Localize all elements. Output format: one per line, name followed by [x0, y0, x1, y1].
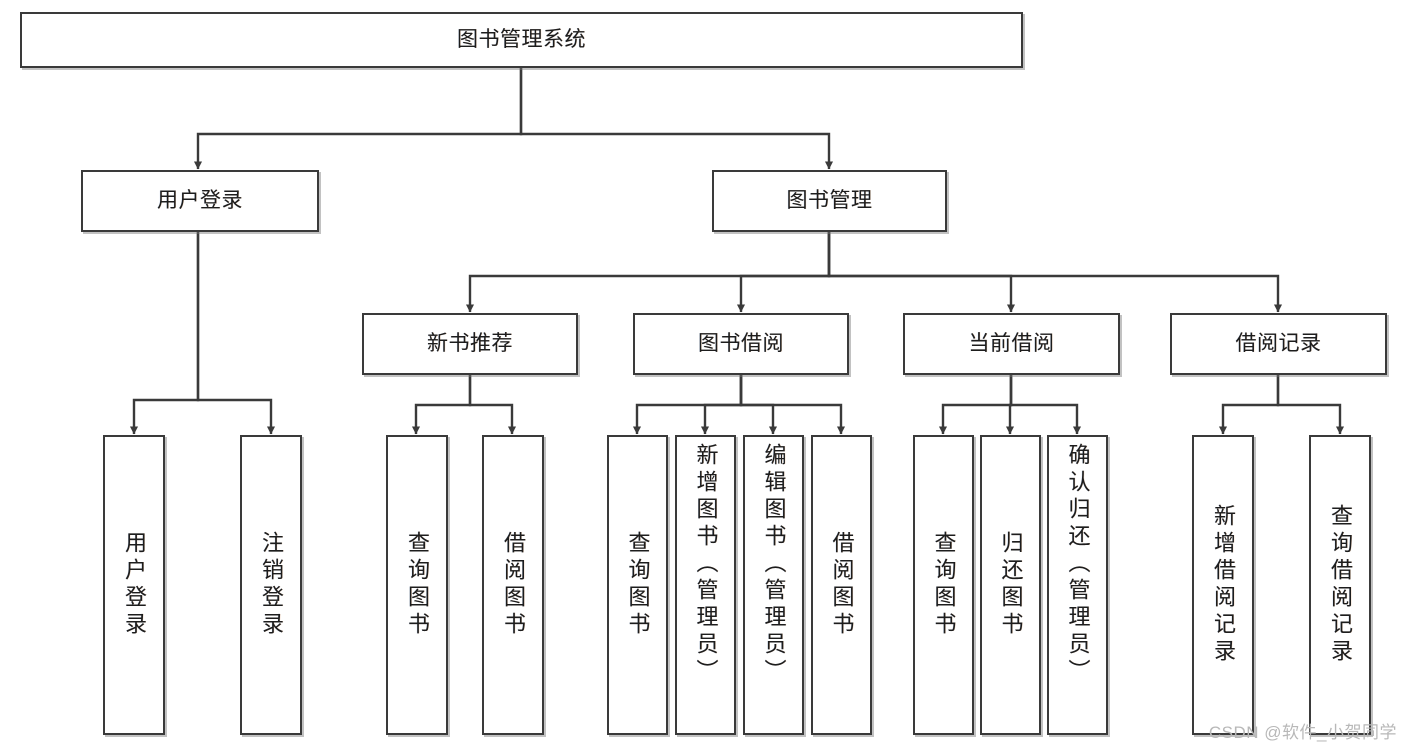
connector-group [129, 68, 1345, 435]
node-borrow-record[interactable]: 借阅记录 [1170, 313, 1387, 375]
node-new-book-rec[interactable]: 新书推荐 [362, 313, 578, 375]
node-leaf-query-book-c[interactable]: 查询图书 [913, 435, 974, 735]
watermark-text: CSDN @软件_小贺同学 [1208, 723, 1397, 742]
node-leaf-add-book[interactable]: 新增图书（管理员） [675, 435, 736, 735]
node-label: 注销登录 [259, 531, 284, 639]
node-label: 查询图书 [405, 531, 430, 639]
node-label: 编辑图书（管理员） [761, 443, 787, 686]
connector-current-borrow-to-leaf-query-book-c [938, 375, 1013, 435]
connector-book-manage-to-new-book-rec [465, 232, 831, 313]
node-label: 图书管理 [786, 189, 873, 213]
node-label: 图书借阅 [698, 332, 784, 356]
node-label: 借阅记录 [1235, 332, 1322, 356]
connector-book-manage-to-borrow-record [827, 232, 1283, 313]
node-leaf-query-record[interactable]: 查询借阅记录 [1309, 435, 1371, 735]
node-label: 图书管理系统 [457, 28, 586, 52]
node-label: 确认归还（管理员） [1065, 443, 1091, 686]
node-book-borrow[interactable]: 图书借阅 [633, 313, 849, 375]
node-label: 借阅图书 [501, 531, 526, 639]
node-leaf-add-record[interactable]: 新增借阅记录 [1192, 435, 1254, 735]
connector-book-manage-to-current-borrow [827, 232, 1016, 313]
node-label: 新增图书（管理员） [693, 443, 719, 686]
node-label: 查询图书 [625, 531, 651, 639]
node-book-manage[interactable]: 图书管理 [712, 170, 947, 232]
connector-current-borrow-to-leaf-confirm-return [1009, 375, 1082, 435]
connector-borrow-record-to-leaf-add-record [1218, 375, 1280, 435]
node-label: 用户登录 [122, 531, 147, 639]
connector-book-borrow-to-leaf-borrow-book-b [739, 375, 846, 435]
connector-root-to-book-manage [519, 68, 834, 170]
connector-user-login-to-leaf-user-login [129, 232, 200, 435]
node-label: 新增借阅记录 [1211, 504, 1236, 666]
node-label: 用户登录 [157, 189, 243, 213]
node-root[interactable]: 图书管理系统 [20, 12, 1023, 68]
node-label: 借阅图书 [829, 531, 855, 639]
node-leaf-query-book-rec[interactable]: 查询图书 [386, 435, 448, 735]
node-label: 归还图书 [998, 531, 1024, 639]
node-leaf-return-book[interactable]: 归还图书 [980, 435, 1041, 735]
connector-user-login-to-leaf-logout [196, 232, 276, 435]
connector-book-borrow-to-leaf-add-book [700, 375, 743, 435]
node-label: 查询借阅记录 [1328, 504, 1353, 666]
node-leaf-logout[interactable]: 注销登录 [240, 435, 302, 735]
node-leaf-edit-book[interactable]: 编辑图书（管理员） [743, 435, 804, 735]
node-leaf-borrow-book-rec[interactable]: 借阅图书 [482, 435, 544, 735]
connector-new-book-rec-to-leaf-borrow-book-rec [468, 375, 517, 435]
connector-new-book-rec-to-leaf-query-book-rec [411, 375, 472, 435]
node-label: 新书推荐 [427, 332, 513, 356]
node-label: 查询图书 [931, 531, 957, 639]
connector-book-manage-to-book-borrow [736, 232, 831, 313]
connector-root-to-user-login [193, 68, 523, 170]
node-leaf-borrow-book-b[interactable]: 借阅图书 [811, 435, 872, 735]
node-leaf-confirm-return[interactable]: 确认归还（管理员） [1047, 435, 1108, 735]
connector-borrow-record-to-leaf-query-record [1276, 375, 1345, 435]
node-leaf-user-login[interactable]: 用户登录 [103, 435, 165, 735]
node-user-login[interactable]: 用户登录 [81, 170, 319, 232]
node-current-borrow[interactable]: 当前借阅 [903, 313, 1120, 375]
node-label: 当前借阅 [968, 332, 1055, 356]
node-leaf-query-book-b[interactable]: 查询图书 [607, 435, 668, 735]
